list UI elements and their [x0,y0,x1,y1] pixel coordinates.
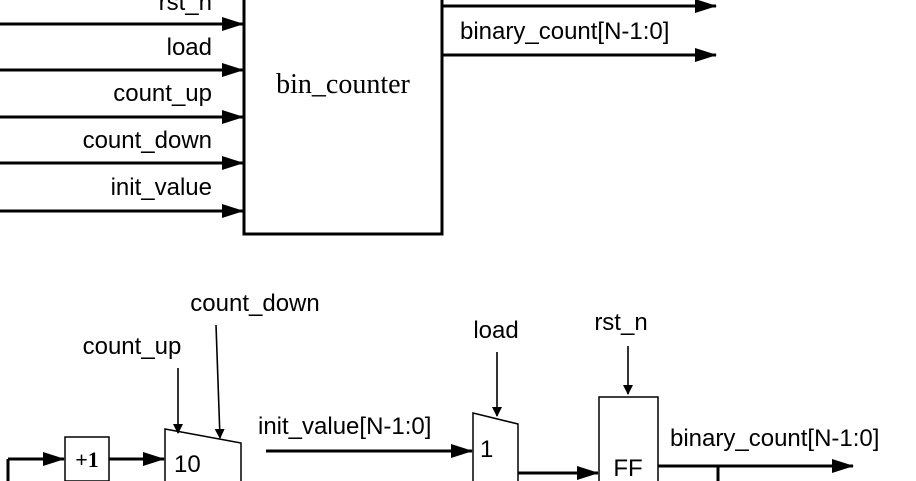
flipflop-label: FF [613,455,642,481]
input-label-count-down: count_down [83,127,212,154]
mux-up-down-input-label: 10 [174,451,201,478]
count-up-label: count_up [83,333,182,360]
flipflop-block [598,396,659,481]
count-down-arrow [214,324,225,439]
input-label-init-value: init_value [111,174,212,201]
init-value-label: init_value[N-1:0] [258,413,431,440]
load-label: load [473,317,518,344]
bin-counter-block [242,0,444,236]
increment-label: +1 [75,447,99,472]
mux-load [472,412,519,481]
input-label-count-up: count_up [113,80,212,107]
mux-load-input-label: 1 [480,436,493,463]
input-label-rst-n: rst_n [159,0,212,16]
output-label-binary-count: binary_count[N-1:0] [460,18,669,45]
count-down-label: count_down [190,290,319,317]
input-label-load: load [167,34,212,61]
ff-output-label: binary_count[N-1:0] [670,425,879,452]
rst-n-label: rst_n [594,309,647,336]
bin-counter-label: bin_counter [276,69,410,100]
